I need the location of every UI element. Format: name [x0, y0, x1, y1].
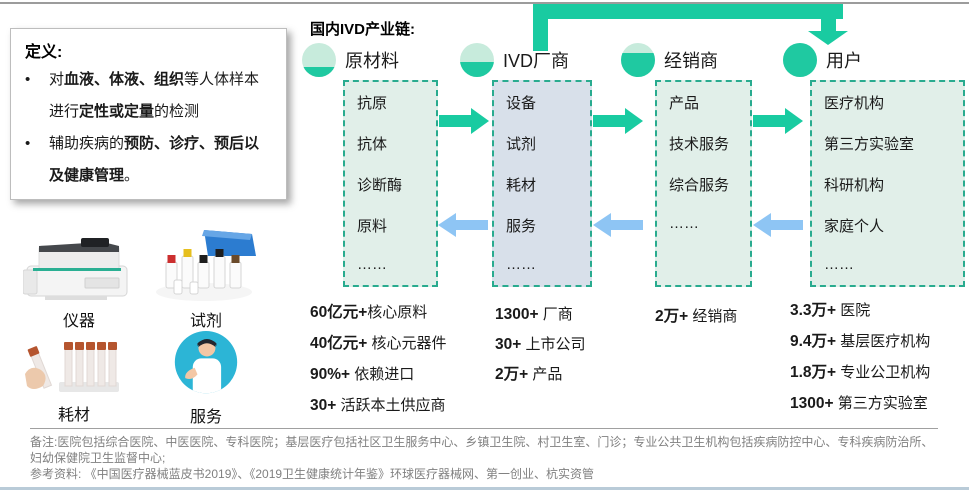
footer-notes: 备注:医院包括综合医院、中医医院、专科医院；基层医疗包括社区卫生服务中心、乡镇卫…	[30, 434, 942, 482]
product-label: 仪器	[62, 313, 95, 330]
users-stats: 3.3万+ 医院 9.4万+ 基层医疗机构 1.8万+ 专业公卫机构 1300+…	[790, 299, 930, 415]
distributors-box: 产品 技术服务 综合服务 ……	[655, 80, 752, 287]
stat-line: 3.3万+ 医院	[790, 302, 871, 319]
box-item: 医疗机构	[824, 95, 885, 112]
box-item: ……	[357, 256, 387, 273]
stat-line: 2万+ 经销商	[655, 308, 738, 325]
top-feedback-arrow	[533, 4, 843, 19]
box-item: 技术服务	[669, 136, 730, 153]
stat-line: 60亿元+核心原料	[310, 304, 428, 321]
product-service: 服务	[150, 330, 262, 427]
box-item: 耗材	[506, 177, 537, 194]
box-item: 产品	[669, 95, 700, 112]
product-instrument: 仪器	[18, 230, 140, 331]
forward-arrow-icon	[439, 108, 489, 134]
stat-line: 30+ 上市公司	[495, 336, 586, 353]
stage-label: IVD厂商	[503, 51, 570, 71]
definition-box: 定义: • 对血液、体液、组织等人体样本进行定性或定量的检测 • 辅助疾病的预防…	[10, 28, 287, 200]
progress-circle-icon	[460, 43, 494, 77]
definition-bullet-1: • 对血液、体液、组织等人体样本进行定性或定量的检测	[25, 64, 272, 128]
box-item: 抗体	[357, 136, 388, 153]
box-item: 第三方实验室	[824, 136, 915, 153]
box-item: 家庭个人	[824, 218, 885, 235]
backward-arrow-icon	[753, 213, 803, 237]
definition-bullet-2-text: 辅助疾病的预防、诊疗、预后以及健康管理。	[49, 135, 260, 184]
forward-arrow-icon	[593, 108, 643, 134]
box-item: ……	[824, 256, 854, 273]
consumables-image	[25, 342, 119, 392]
product-label: 服务	[189, 409, 222, 426]
box-item: 科研机构	[824, 177, 885, 194]
box-item: 诊断酶	[357, 177, 403, 194]
box-item: ……	[669, 215, 699, 232]
product-reagents: 试剂	[150, 228, 262, 331]
top-feedback-arrow-right-leg	[821, 4, 836, 32]
stage-header-raw-materials: 原材料	[302, 43, 399, 77]
raw-materials-box: 抗原 抗体 诊断酶 原料 ……	[343, 80, 438, 287]
bullet-marker: •	[25, 71, 31, 88]
progress-circle-icon	[621, 43, 655, 77]
progress-circle-icon	[783, 43, 817, 77]
stat-line: 1300+ 第三方实验室	[790, 395, 928, 412]
product-label: 试剂	[189, 313, 222, 330]
raw-materials-stats: 60亿元+核心原料 40亿元+ 核心元器件 90%+ 依赖进口 30+ 活跃本土…	[310, 301, 446, 417]
top-feedback-arrowhead-icon	[808, 31, 848, 45]
chain-title: 国内IVD产业链:	[310, 21, 416, 38]
stat-line: 90%+ 依赖进口	[310, 366, 415, 383]
users-box: 医疗机构 第三方实验室 科研机构 家庭个人 ……	[810, 80, 965, 287]
box-item: 试剂	[506, 136, 537, 153]
definition-bullet-2: • 辅助疾病的预防、诊疗、预后以及健康管理。	[25, 128, 272, 192]
ivd-manufacturers-box: 设备 试剂 耗材 服务 ……	[492, 80, 592, 287]
bullet-marker: •	[25, 135, 31, 152]
footer-divider	[30, 428, 938, 429]
reagents-image	[156, 230, 256, 301]
stat-line: 1300+ 厂商	[495, 306, 573, 323]
box-item: 设备	[506, 95, 537, 112]
stage-header-ivd-manufacturers: IVD厂商	[460, 43, 569, 77]
stage-header-users: 用户	[783, 43, 862, 77]
service-person-image	[174, 330, 238, 394]
stat-line: 40亿元+ 核心元器件	[310, 335, 447, 352]
footer-reference: 参考资料: 《中国医疗器械蓝皮书2019》、《2019卫生健康统计年鉴》环球医疗…	[30, 467, 595, 481]
box-item: 服务	[506, 218, 537, 235]
box-item: 综合服务	[669, 177, 730, 194]
product-label: 耗材	[57, 407, 90, 424]
stat-line: 1.8万+ 专业公卫机构	[790, 364, 931, 381]
stat-line: 9.4万+ 基层医疗机构	[790, 333, 931, 350]
box-item: ……	[506, 256, 536, 273]
definition-bullet-1-text: 对血液、体液、组织等人体样本进行定性或定量的检测	[49, 71, 260, 120]
stat-line: 2万+ 产品	[495, 366, 563, 383]
top-feedback-arrow-left-leg	[533, 4, 548, 51]
progress-circle-icon	[302, 43, 336, 77]
backward-arrow-icon	[438, 213, 488, 237]
stage-header-distributors: 经销商	[621, 43, 718, 77]
distributors-stats: 2万+ 经销商	[655, 305, 737, 328]
definition-title: 定义:	[25, 44, 63, 61]
box-item: 原料	[357, 218, 388, 235]
stage-label: 用户	[826, 51, 862, 71]
stage-label: 原材料	[345, 51, 399, 71]
analyzer-image	[23, 238, 128, 300]
backward-arrow-icon	[593, 213, 643, 237]
box-item: 抗原	[357, 95, 388, 112]
forward-arrow-icon	[753, 108, 803, 134]
stage-label: 经销商	[664, 51, 718, 71]
stat-line: 30+ 活跃本土供应商	[310, 397, 446, 414]
footer-note: 备注:医院包括综合医院、中医医院、专科医院；基层医疗包括社区卫生服务中心、乡镇卫…	[30, 435, 934, 465]
top-divider	[0, 2, 969, 4]
bottom-divider	[0, 487, 969, 490]
ivd-manufacturers-stats: 1300+ 厂商 30+ 上市公司 2万+ 产品	[495, 303, 585, 386]
product-consumables: 耗材	[18, 334, 130, 425]
